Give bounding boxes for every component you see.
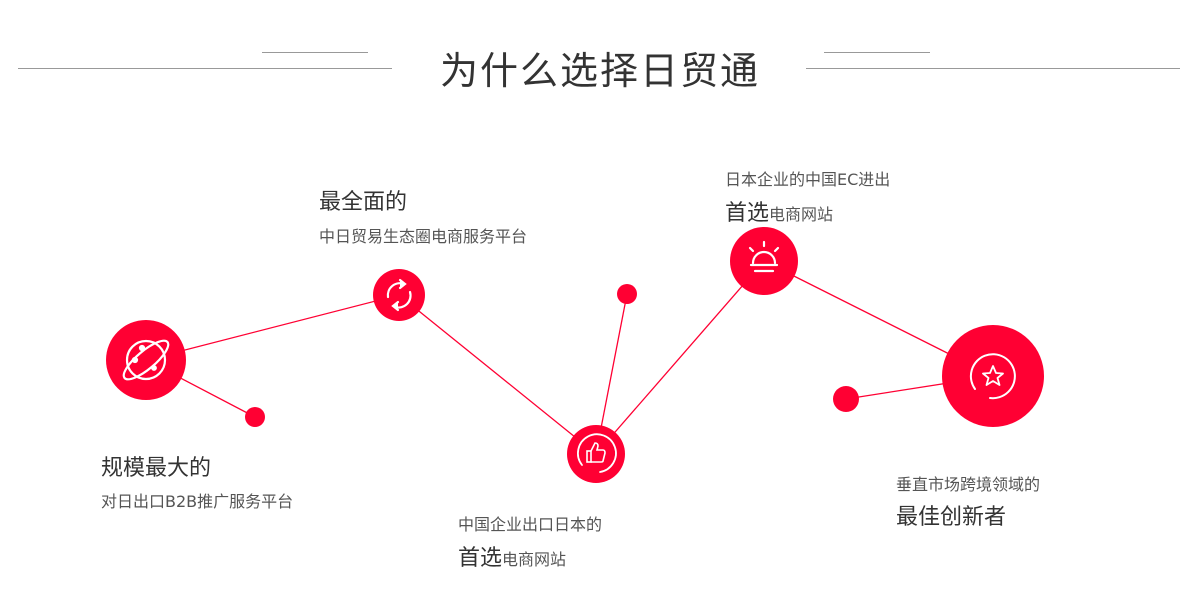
- item-heading: 规模最大的: [101, 456, 212, 481]
- item-emph: 首选: [725, 201, 770, 226]
- node-star: [942, 325, 1044, 427]
- item-sub: 中日贸易生态圈电商服务平台: [319, 227, 528, 246]
- title-divider-left-short: [262, 52, 368, 53]
- thumbs-up-icon: [577, 433, 617, 473]
- node-sunrise: [730, 227, 798, 295]
- item-sub: 对日出口B2B推广服务平台: [101, 492, 294, 511]
- item-rest: 电商网站: [502, 550, 567, 569]
- dot: [833, 386, 859, 412]
- title-divider-right-short: [824, 52, 930, 53]
- item-heading: 最全面的: [319, 190, 408, 215]
- item-line1: 中国企业出口日本的: [458, 515, 603, 534]
- sunrise-icon: [748, 240, 780, 273]
- page-title: 为什么选择日贸通: [439, 49, 760, 93]
- item-line1: 垂直市场跨境领域的: [896, 475, 1041, 494]
- star-icon: [969, 353, 1016, 400]
- title-divider-right: [806, 68, 1180, 69]
- globe-icon: [122, 339, 170, 381]
- title-divider-left: [18, 68, 392, 69]
- item-emph: 首选: [458, 546, 503, 571]
- item-line2: 首选电商网站: [458, 540, 566, 572]
- item-rest: 电商网站: [769, 205, 834, 224]
- item-line2: 首选电商网站: [725, 195, 833, 227]
- item-line1: 日本企业的中国EC进出: [725, 170, 891, 189]
- node-globe: [106, 320, 186, 400]
- item-heading: 最佳创新者: [896, 505, 1007, 530]
- dot: [245, 407, 265, 427]
- dot: [617, 284, 637, 304]
- node-refresh: [373, 269, 425, 321]
- refresh-icon: [386, 278, 412, 312]
